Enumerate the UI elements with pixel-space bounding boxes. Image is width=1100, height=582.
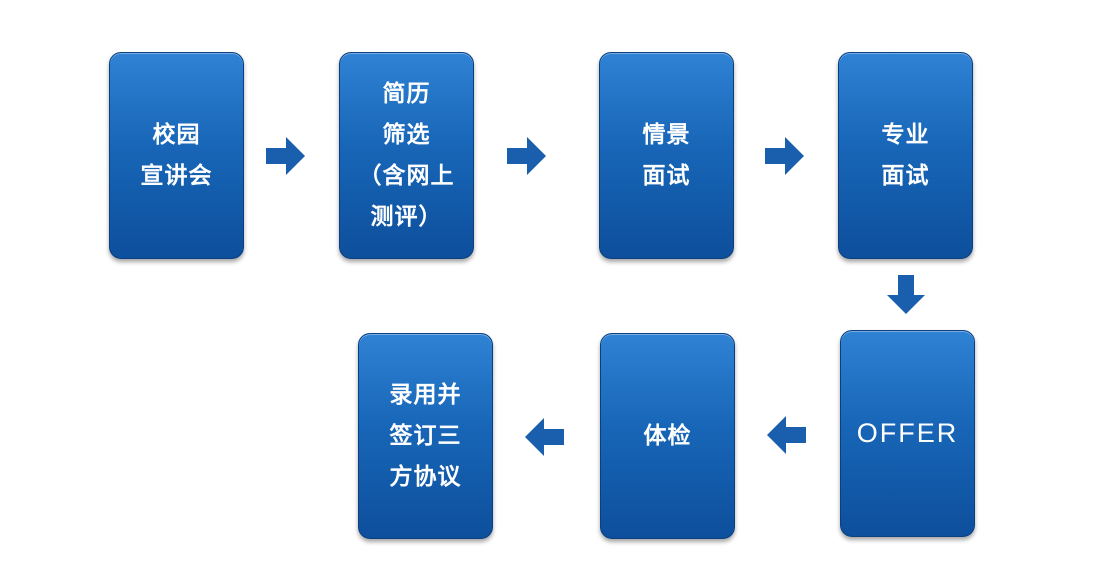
step-label-line: 专业 [881, 121, 930, 148]
step-label-line: 签订三 [389, 422, 462, 449]
step-physical-exam: 体检 [600, 333, 735, 539]
step-label-line: 测评） [370, 203, 443, 230]
step-label-line: OFFER [856, 418, 959, 448]
step-professional-interview: 专业 面试 [838, 52, 973, 259]
step-label-line: 筛选 [382, 121, 431, 148]
arrow-left-icon [524, 417, 564, 457]
step-label-line: 校园 [152, 121, 201, 148]
step-label-line: 情景 [642, 121, 691, 148]
arrow-right-icon [266, 136, 306, 176]
step-situational-interview: 情景 面试 [599, 52, 734, 259]
step-label-line: 宣讲会 [140, 162, 213, 189]
arrow-left-icon [766, 415, 806, 455]
step-resume-screening: 简历 筛选 （含网上 测评） [339, 52, 474, 259]
arrow-right-icon [507, 136, 547, 176]
step-label-line: 面试 [642, 162, 691, 189]
arrow-down-icon [886, 275, 926, 315]
step-hire-sign-agreement: 录用并 签订三 方协议 [358, 333, 493, 539]
step-label-line: 方协议 [389, 463, 462, 490]
step-label-line: 简历 [382, 80, 431, 107]
step-label-line: （含网上 [358, 162, 455, 189]
step-offer: OFFER [840, 330, 975, 537]
step-label-line: 体检 [643, 422, 692, 449]
step-label-line: 面试 [881, 162, 930, 189]
arrow-right-icon [765, 136, 805, 176]
step-campus-talk: 校园 宣讲会 [109, 52, 244, 259]
step-label-line: 录用并 [389, 381, 462, 408]
